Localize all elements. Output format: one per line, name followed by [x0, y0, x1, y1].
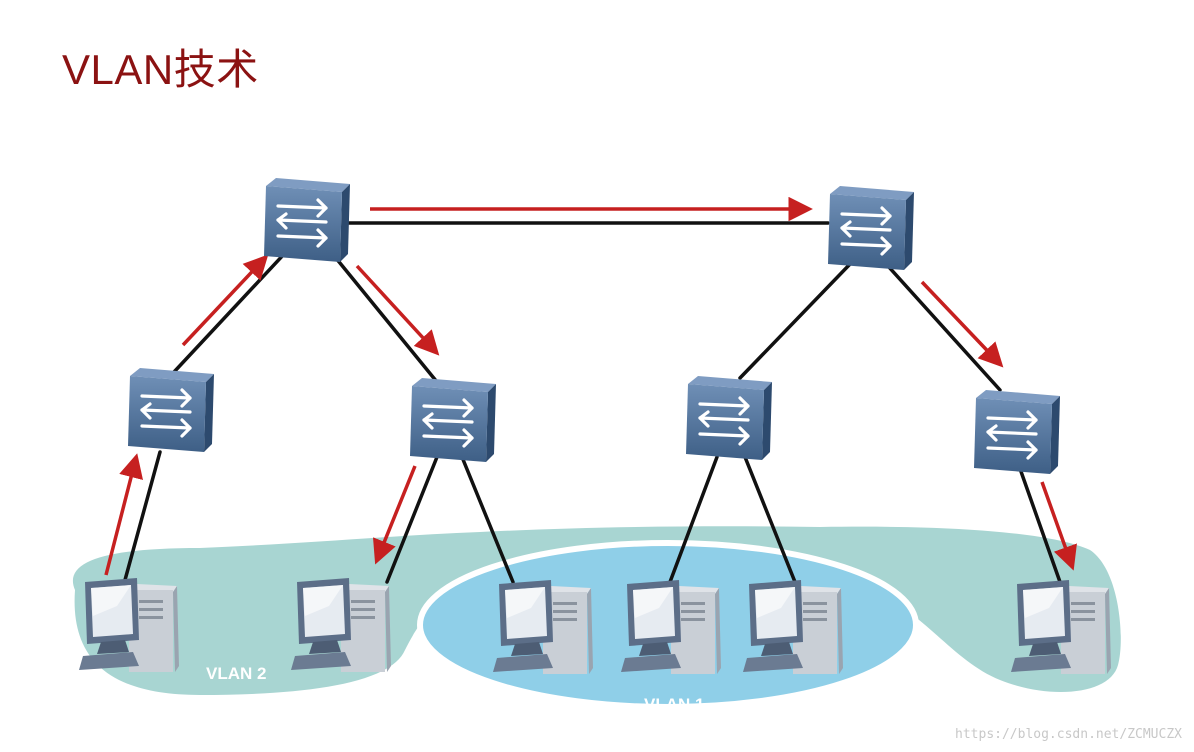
switch-icon-core-left [262, 176, 352, 264]
link-core-left-access-1 [172, 250, 288, 374]
vlan1-label: VLAN 1 [644, 695, 704, 714]
link-access-4-pc-6 [1016, 461, 1062, 584]
computer-icon-pc-1 [79, 578, 179, 672]
switch-icon-access-2 [408, 376, 498, 464]
page-title: VLAN技术 [62, 46, 259, 93]
link-access-1-pc-1 [123, 450, 162, 582]
vlan2-label: VLAN 2 [206, 664, 266, 683]
watermark-text: https://blog.csdn.net/ZCMUCZX [955, 727, 1182, 742]
computer-icon-pc-3 [493, 580, 593, 674]
traffic-arrow-access1-to-core-left [181, 254, 269, 347]
link-access-3-pc-5 [743, 455, 797, 584]
computer-icon-pc-2 [291, 578, 391, 672]
traffic-arrow-pc1-to-access1 [104, 453, 143, 576]
traffic-arrow-access2-to-pc2 [372, 465, 417, 565]
switch-icon-core-right [826, 184, 916, 272]
link-core-right-access-3 [738, 260, 854, 380]
traffic-arrows [104, 196, 1077, 576]
traffic-arrow-access4-to-pc6 [1040, 481, 1077, 571]
switch-icon-access-4 [972, 388, 1062, 476]
link-access-2-pc-3 [460, 455, 515, 584]
computer-icon-pc-6 [1011, 580, 1111, 674]
computer-icon-pc-5 [743, 580, 843, 674]
link-core-right-access-4 [886, 264, 1002, 392]
vlan2-region [72, 526, 1121, 695]
link-core-left-access-2 [329, 250, 439, 384]
computer-icon-pc-4 [621, 580, 721, 674]
switch-icon-access-3 [684, 374, 774, 462]
switch-icon-access-1 [126, 366, 216, 454]
traffic-arrow-core-left-to-access2 [355, 264, 440, 356]
link-access-3-pc-4 [668, 455, 719, 584]
traffic-arrow-core-right-to-access4 [920, 280, 1004, 368]
